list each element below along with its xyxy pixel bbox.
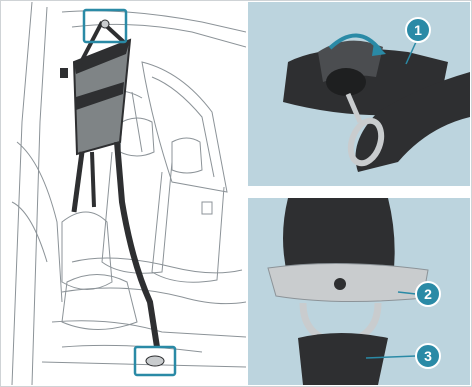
- cover-detail-drawing: 1: [248, 2, 470, 186]
- callout-2: 2: [416, 282, 440, 306]
- buckle-detail-drawing: 2 3: [248, 198, 470, 385]
- svg-text:3: 3: [424, 348, 432, 364]
- tether-strap: [60, 22, 157, 347]
- vehicle-interior-panel: [2, 2, 246, 385]
- detail-cover-panel: 1: [248, 2, 470, 186]
- svg-text:2: 2: [424, 286, 432, 302]
- detail-buckle-panel: 2 3: [248, 198, 470, 385]
- callout-1: 1: [406, 18, 430, 42]
- svg-text:1: 1: [414, 22, 422, 38]
- vehicle-interior-drawing: [2, 2, 246, 385]
- callout-3: 3: [416, 344, 440, 368]
